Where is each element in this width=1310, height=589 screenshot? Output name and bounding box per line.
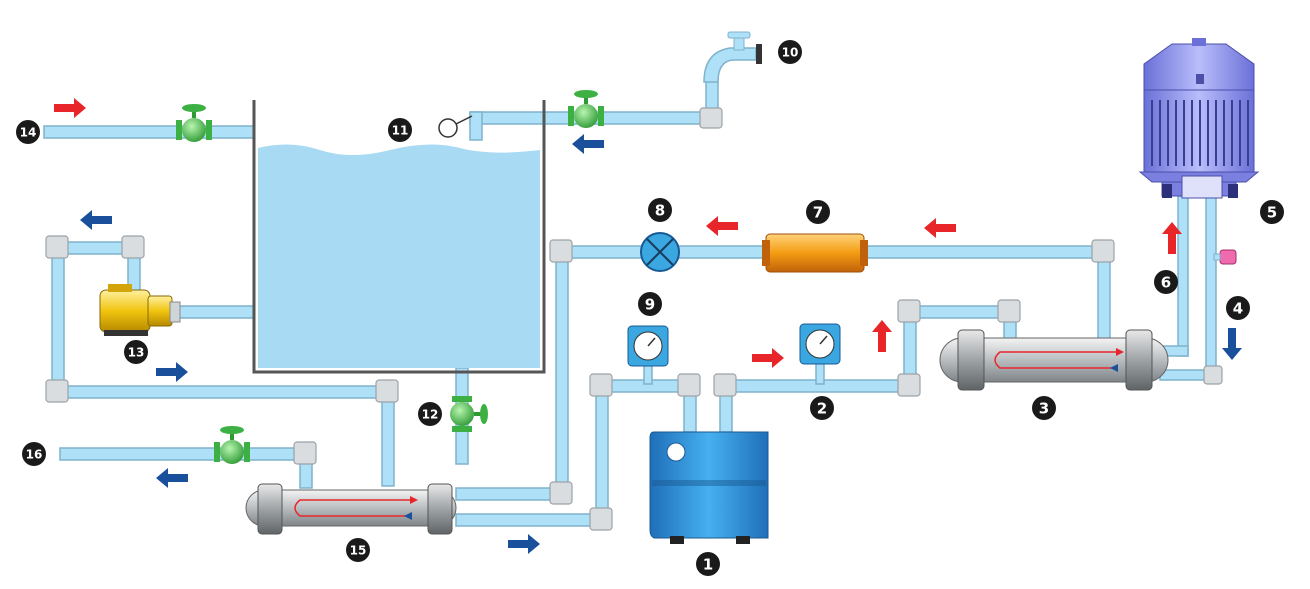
label-text: 8 (655, 202, 665, 220)
label-badge-13: 13 (124, 340, 148, 364)
label-badge-9: 9 (638, 292, 662, 316)
label-text: 4 (1233, 300, 1243, 318)
label-text: 9 (645, 296, 655, 314)
valve-16[interactable] (214, 426, 250, 464)
flow-arrow-return-11 (572, 134, 604, 154)
heat-exchanger-15 (245, 483, 457, 535)
flow-arrow-pump-bottom (156, 362, 188, 382)
flow-arrow-pump-top (80, 210, 112, 230)
label-badge-15: 15 (346, 538, 370, 562)
label-badge-12: 12 (418, 402, 442, 426)
label-text: 15 (350, 544, 367, 558)
label-badge-10: 10 (778, 40, 802, 64)
label-badge-4: 4 (1226, 296, 1250, 320)
flow-arrow-riser-cond (872, 320, 892, 352)
label-text: 14 (20, 126, 37, 140)
valve-12[interactable] (450, 396, 488, 432)
flow-arrow-hx15-out (508, 534, 540, 554)
label-text: 7 (813, 204, 823, 222)
label-badge-2: 2 (810, 396, 834, 420)
label-text: 12 (422, 408, 439, 422)
pressure-gauge-2 (799, 323, 841, 365)
label-badge-11: 11 (388, 118, 412, 142)
filter-drier (762, 233, 868, 273)
pump-suction-pipe (169, 305, 255, 319)
valve-body-icon (450, 402, 474, 426)
compressor (649, 431, 769, 544)
flow-arrow-tower-down-4 (1222, 328, 1242, 360)
label-text: 6 (1161, 274, 1171, 292)
valve-body-icon (182, 118, 206, 142)
label-text: 2 (817, 400, 827, 418)
tank-wall (252, 100, 546, 374)
water-tap-icon (703, 31, 762, 83)
label-text: 11 (392, 124, 409, 138)
label-badge-3: 3 (1032, 396, 1056, 420)
pump-discharge-pipe (51, 385, 389, 399)
valve-body-icon (220, 440, 244, 464)
valve-14[interactable] (176, 104, 212, 142)
label-badge-7: 7 (806, 200, 830, 224)
flow-arrow-outlet-16 (156, 468, 188, 488)
valve-feed[interactable] (568, 90, 604, 128)
label-badge-1: 1 (696, 552, 720, 576)
condenser-3 (939, 329, 1169, 391)
outlet-pipe-16 (59, 447, 311, 461)
label-text: 3 (1039, 400, 1049, 418)
label-text: 5 (1267, 204, 1277, 222)
label-badge-6: 6 (1154, 270, 1178, 294)
flow-arrow-tower-up-6 (1162, 222, 1182, 254)
expansion-valve (640, 232, 680, 272)
pipe-elbows (45, 107, 1223, 531)
pump-motor-icon (99, 289, 151, 333)
cooling-tower (1138, 38, 1260, 199)
tower-fins (1151, 100, 1249, 166)
label-badge-16: 16 (22, 442, 46, 466)
label-text: 1 (703, 556, 713, 574)
filter-drier-icon (765, 233, 865, 273)
tower-supply-pipe-6 (1177, 195, 1189, 357)
float-ball-icon (438, 118, 458, 138)
water-tank (252, 100, 546, 374)
label-badge-5: 5 (1260, 200, 1284, 224)
tower-return-pipe-4 (1205, 195, 1217, 381)
flow-arrows (54, 98, 1242, 554)
label-text: 13 (128, 346, 145, 360)
inlet-pipe-14 (43, 125, 255, 139)
label-badge-8: 8 (648, 198, 672, 222)
flow-switch-icon (1213, 249, 1237, 265)
label-text: 10 (782, 46, 799, 60)
flow-arrow-comp-out-2 (752, 348, 784, 368)
flow-arrow-dryer-7 (924, 218, 956, 238)
flow-arrow-inlet-14 (54, 98, 86, 118)
pump-motor (99, 284, 181, 336)
valve-body-icon (574, 104, 598, 128)
label-text: 16 (26, 448, 43, 462)
tank-water (258, 144, 540, 368)
pressure-gauge-9 (627, 325, 669, 367)
label-badge-14: 14 (16, 120, 40, 144)
flow-arrow-exp-8 (706, 216, 738, 236)
